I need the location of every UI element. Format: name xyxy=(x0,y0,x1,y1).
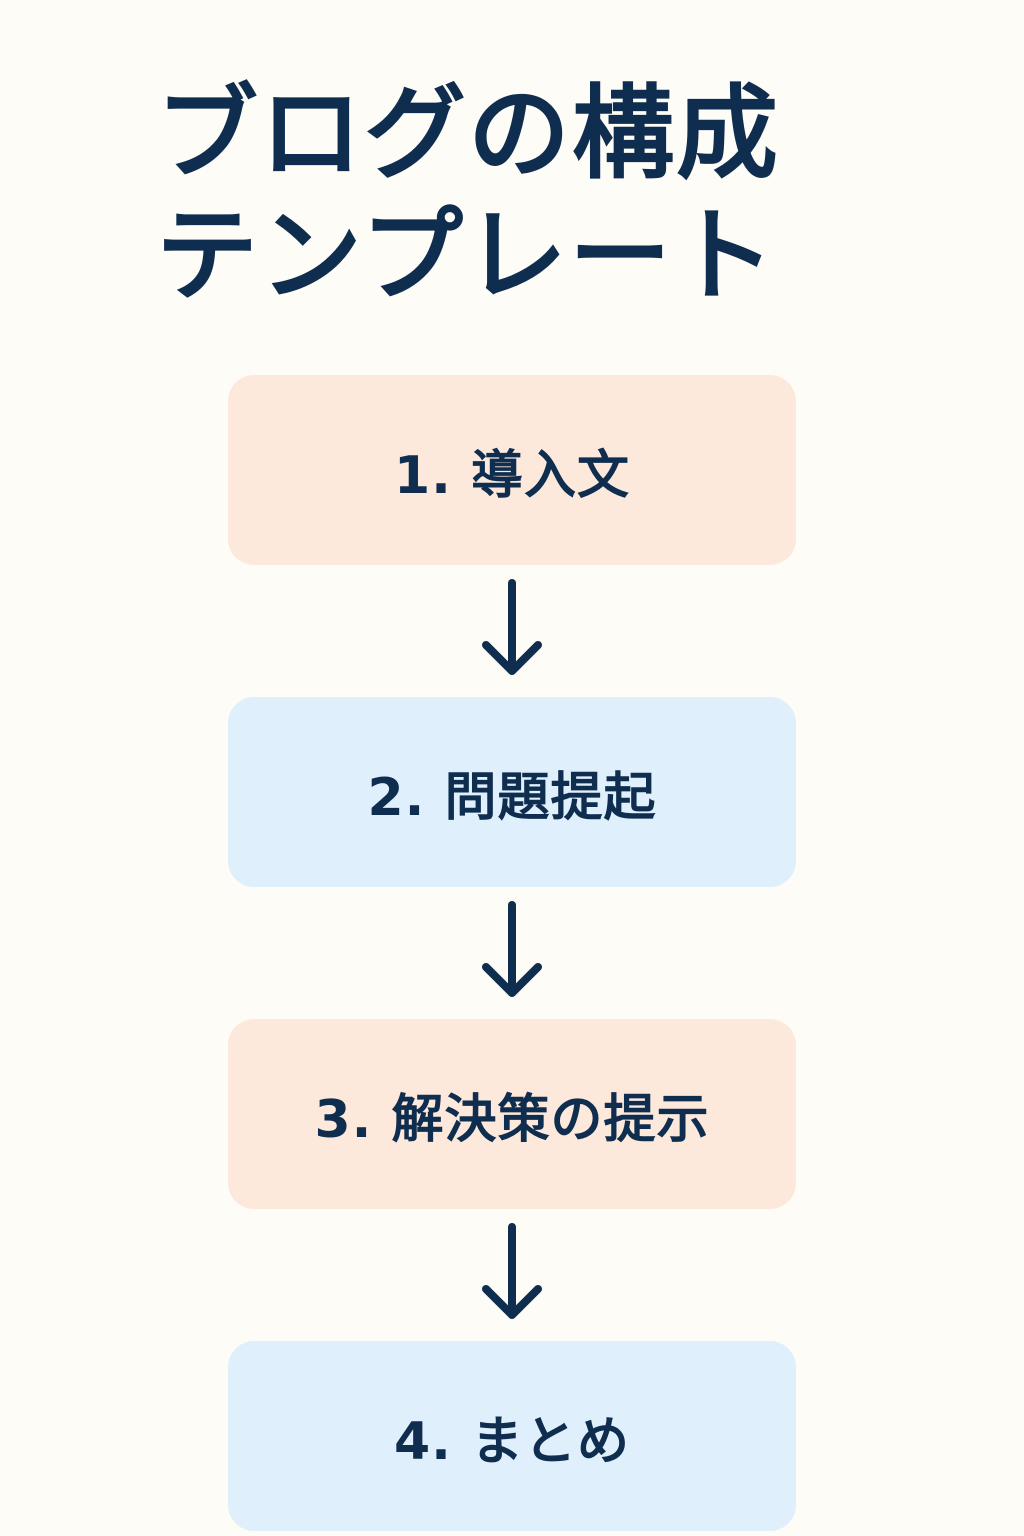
down-arrow-icon xyxy=(472,1221,552,1325)
step-summary: 4. まとめ xyxy=(228,1341,796,1531)
title-line-2: テンプレート xyxy=(156,197,777,316)
step-label: 4. まとめ xyxy=(393,1411,631,1472)
step-problem-statement: 2. 問題提起 xyxy=(228,697,796,887)
page-title: ブログの構成 テンプレート xyxy=(156,74,916,318)
step-label: 1. 導入文 xyxy=(393,445,631,506)
down-arrow-icon xyxy=(472,899,552,1003)
step-label: 2. 問題提起 xyxy=(367,767,657,828)
step-introduction: 1. 導入文 xyxy=(228,375,796,565)
step-solution: 3. 解決策の提示 xyxy=(228,1019,796,1209)
down-arrow-icon xyxy=(472,577,552,681)
title-line-1: ブログの構成 xyxy=(156,75,780,194)
step-label: 3. 解決策の提示 xyxy=(314,1089,710,1150)
